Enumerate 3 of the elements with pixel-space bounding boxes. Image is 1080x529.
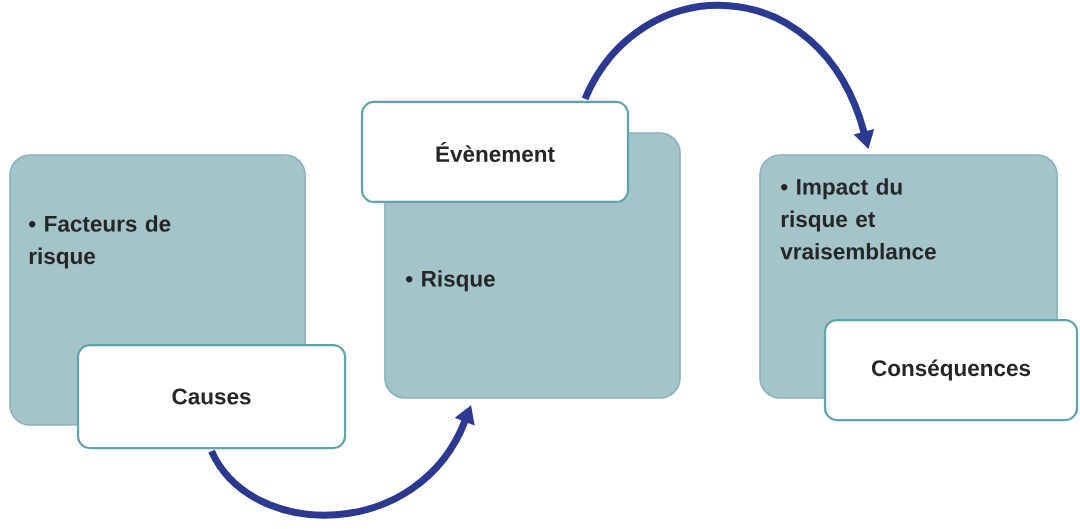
label-box: Conséquences — [823, 318, 1079, 422]
label-box: Évènement — [360, 100, 630, 204]
label-box: Causes — [76, 343, 347, 450]
